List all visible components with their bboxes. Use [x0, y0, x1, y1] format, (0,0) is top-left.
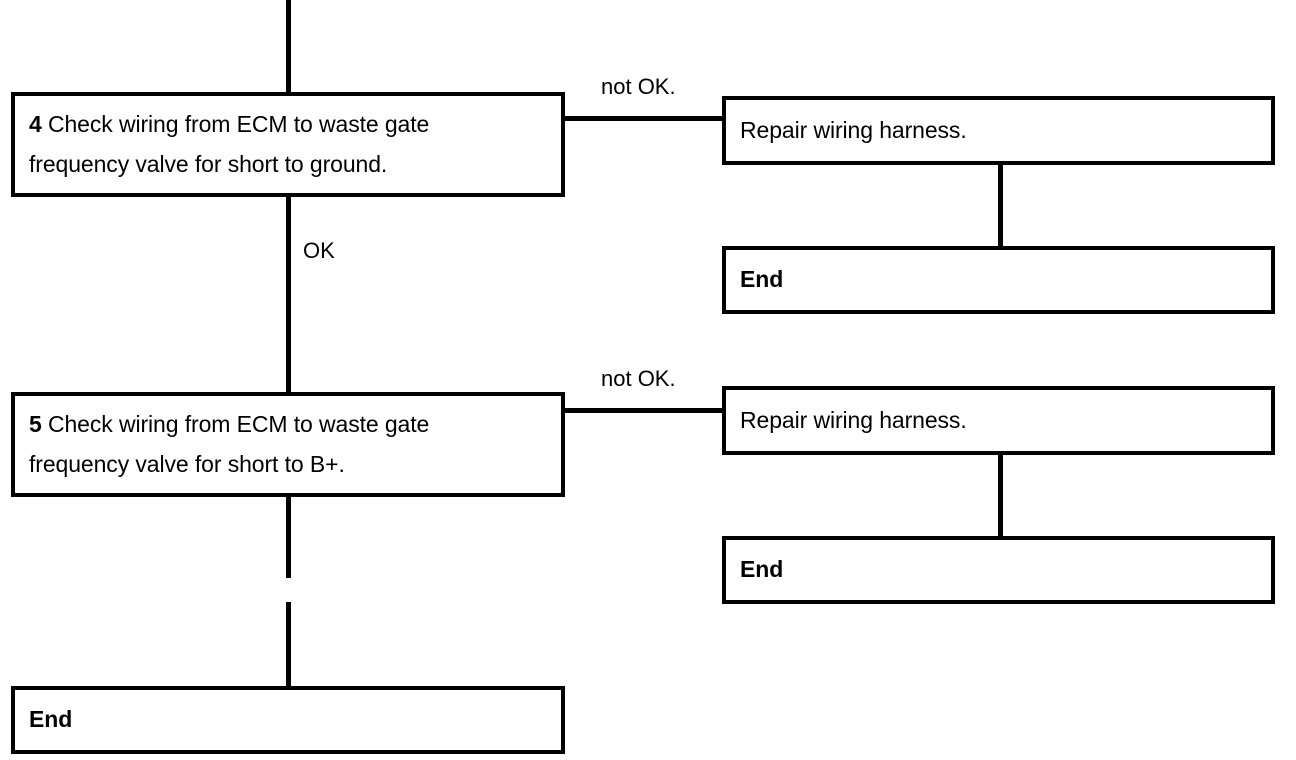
trunk-line-step5-to-end-lower: [286, 602, 291, 690]
node-step5-body: Check wiring from ECM to waste gate freq…: [29, 410, 430, 477]
node-step4-number: 4: [29, 110, 48, 137]
node-step5-text: 5 Check wiring from ECM to waste gate fr…: [15, 405, 439, 484]
node-step4-body: Check wiring from ECM to waste gate freq…: [29, 110, 430, 177]
node-end-repair2-box[interactable]: End: [722, 536, 1275, 604]
connector-repair2-to-end: [998, 451, 1003, 540]
node-step5-number: 5: [29, 410, 48, 437]
node-repair2-text: Repair wiring harness.: [740, 406, 967, 433]
node-step4-box[interactable]: 4 Check wiring from ECM to waste gate fr…: [11, 92, 565, 197]
node-end-repair1-text: End: [740, 266, 784, 293]
trunk-line-step4-to-step5: [286, 195, 291, 395]
trunk-line-step5-to-end-upper: [286, 495, 291, 578]
trunk-line-top: [286, 0, 291, 96]
connector-repair1-to-end: [998, 161, 1003, 250]
edge-label-not-ok-1: not OK.: [601, 74, 676, 99]
node-end-main-text: End: [29, 706, 73, 733]
connector-step5-to-repair2: [563, 408, 724, 413]
node-repair1-box[interactable]: Repair wiring harness.: [722, 96, 1275, 165]
node-repair1-text: Repair wiring harness.: [740, 116, 967, 143]
node-step4-text: 4 Check wiring from ECM to waste gate fr…: [15, 105, 439, 184]
edge-label-not-ok-2: not OK.: [601, 366, 676, 391]
connector-step4-to-repair1: [563, 116, 724, 121]
node-end-repair1-box[interactable]: End: [722, 246, 1275, 314]
node-step5-box[interactable]: 5 Check wiring from ECM to waste gate fr…: [11, 392, 565, 497]
edge-label-ok-1: OK: [303, 238, 335, 263]
node-repair2-box[interactable]: Repair wiring harness.: [722, 386, 1275, 455]
node-end-repair2-text: End: [740, 556, 784, 583]
node-end-main-box[interactable]: End: [11, 686, 565, 754]
